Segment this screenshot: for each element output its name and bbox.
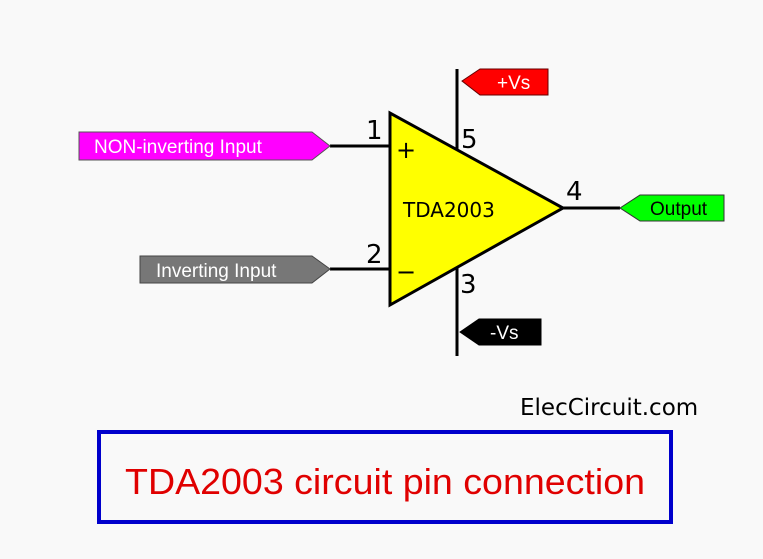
non-inverting-input-label: NON-inverting Input [94,137,263,158]
caption-text: TDA2003 circuit pin connection [125,461,645,502]
inverting-input-label: Inverting Input [156,261,277,282]
tda2003-amplifier-symbol [388,110,567,308]
pin-number-3: 3 [460,270,477,300]
pin-number-2: 2 [366,240,383,270]
pin-number-4: 4 [566,177,583,207]
inverting-input-tag [139,255,331,284]
pin-number-1: 1 [366,116,383,146]
negative-supply-label: -Vs [490,323,519,344]
inverting-sign: − [396,258,416,286]
pin-number-5: 5 [461,125,478,155]
positive-supply-tag [461,68,549,96]
chip-label: TDA2003 [402,198,495,222]
positive-supply-label: +Vs [497,73,530,94]
output-label: Output [650,199,708,220]
non-inverting-input-tag [78,131,331,161]
caption-box [97,430,673,524]
negative-supply-tag [459,318,542,346]
output-tag [619,194,725,222]
site-watermark: ElecCircuit.com [520,395,698,421]
non-inverting-sign: + [396,136,416,164]
